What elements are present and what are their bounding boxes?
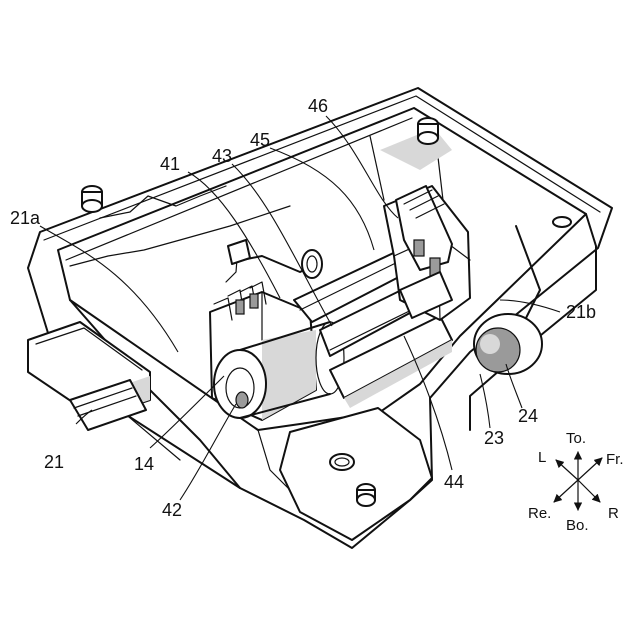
port-23	[474, 314, 542, 374]
label-23: 23	[484, 428, 504, 448]
screw-boss-rear-left	[82, 186, 102, 212]
dir-front: Fr.	[606, 451, 624, 468]
label-21: 21	[44, 452, 64, 472]
label-24: 24	[518, 406, 538, 426]
arrow-right	[578, 480, 600, 502]
direction-indicator: To. Bo. L R Fr. Re.	[528, 430, 624, 534]
label-42: 42	[162, 500, 182, 520]
screw-boss-front-right	[553, 217, 571, 227]
label-44: 44	[444, 472, 464, 492]
label-41: 41	[160, 154, 180, 174]
label-14: 14	[134, 454, 154, 474]
arrow-left	[556, 460, 578, 480]
dir-top: To.	[566, 430, 586, 447]
dir-bottom: Bo.	[566, 517, 589, 534]
label-21b: 21b	[566, 302, 596, 322]
label-21a: 21a	[10, 208, 41, 228]
label-45: 45	[250, 130, 270, 150]
label-46: 46	[308, 96, 328, 116]
dir-right: R	[608, 505, 619, 522]
arrow-rear	[554, 480, 578, 502]
arrow-front	[578, 458, 602, 480]
dir-left: L	[538, 449, 546, 466]
dir-rear: Re.	[528, 505, 551, 522]
label-43: 43	[212, 146, 232, 166]
screw-boss-rear-right	[418, 118, 438, 144]
